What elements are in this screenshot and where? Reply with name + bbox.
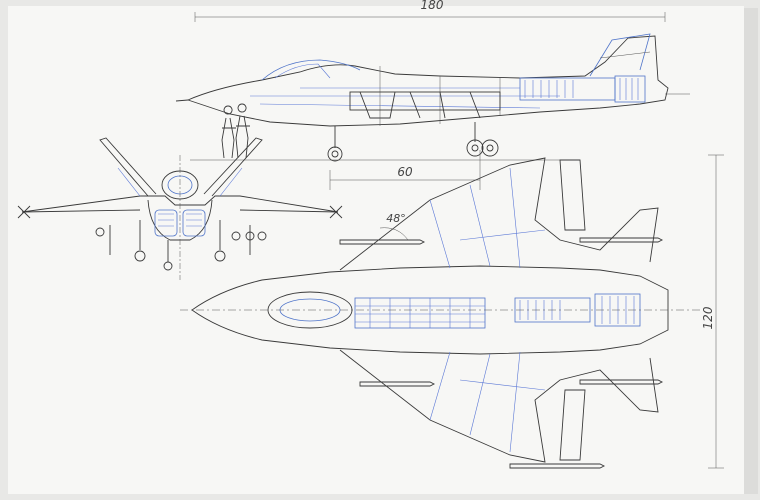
side-canopy (261, 59, 361, 81)
side-human-figures (221, 103, 250, 159)
side-engine-nozzle (519, 75, 646, 103)
front-intake-left (154, 209, 178, 237)
dimension-side-length: 60 (329, 150, 481, 190)
top-missile-lower (579, 379, 664, 385)
dimension-wingspan: 120 (701, 154, 724, 469)
side-landing-gear (327, 122, 499, 162)
wingspan-label: 120 (701, 306, 715, 329)
front-vertical-tails (99, 137, 263, 197)
dimension-overall-length: 180 (194, 0, 666, 22)
front-landing-gear (109, 220, 251, 271)
top-view: 48° (180, 157, 700, 469)
paper-shadow (744, 8, 758, 494)
top-missile-upper (579, 237, 664, 243)
top-vertical-tails (559, 159, 586, 461)
top-missile-bottom (359, 381, 436, 387)
top-missile-side (339, 239, 426, 245)
paper (8, 6, 744, 494)
side-length-label: 60 (397, 165, 413, 179)
side-view (175, 33, 690, 162)
front-intake-right (182, 209, 206, 237)
front-wings (21, 195, 339, 213)
side-weapons-bay (349, 91, 501, 111)
sweep-angle-label: 48° (386, 212, 406, 225)
front-view (17, 137, 343, 280)
sweep-angle-arc (379, 227, 409, 241)
top-wing-upper (339, 157, 659, 271)
top-wing-lower (339, 349, 659, 463)
overall-length-label: 180 (421, 0, 444, 12)
top-weapons-bay (354, 297, 486, 329)
side-fuselage-outline (186, 35, 669, 127)
